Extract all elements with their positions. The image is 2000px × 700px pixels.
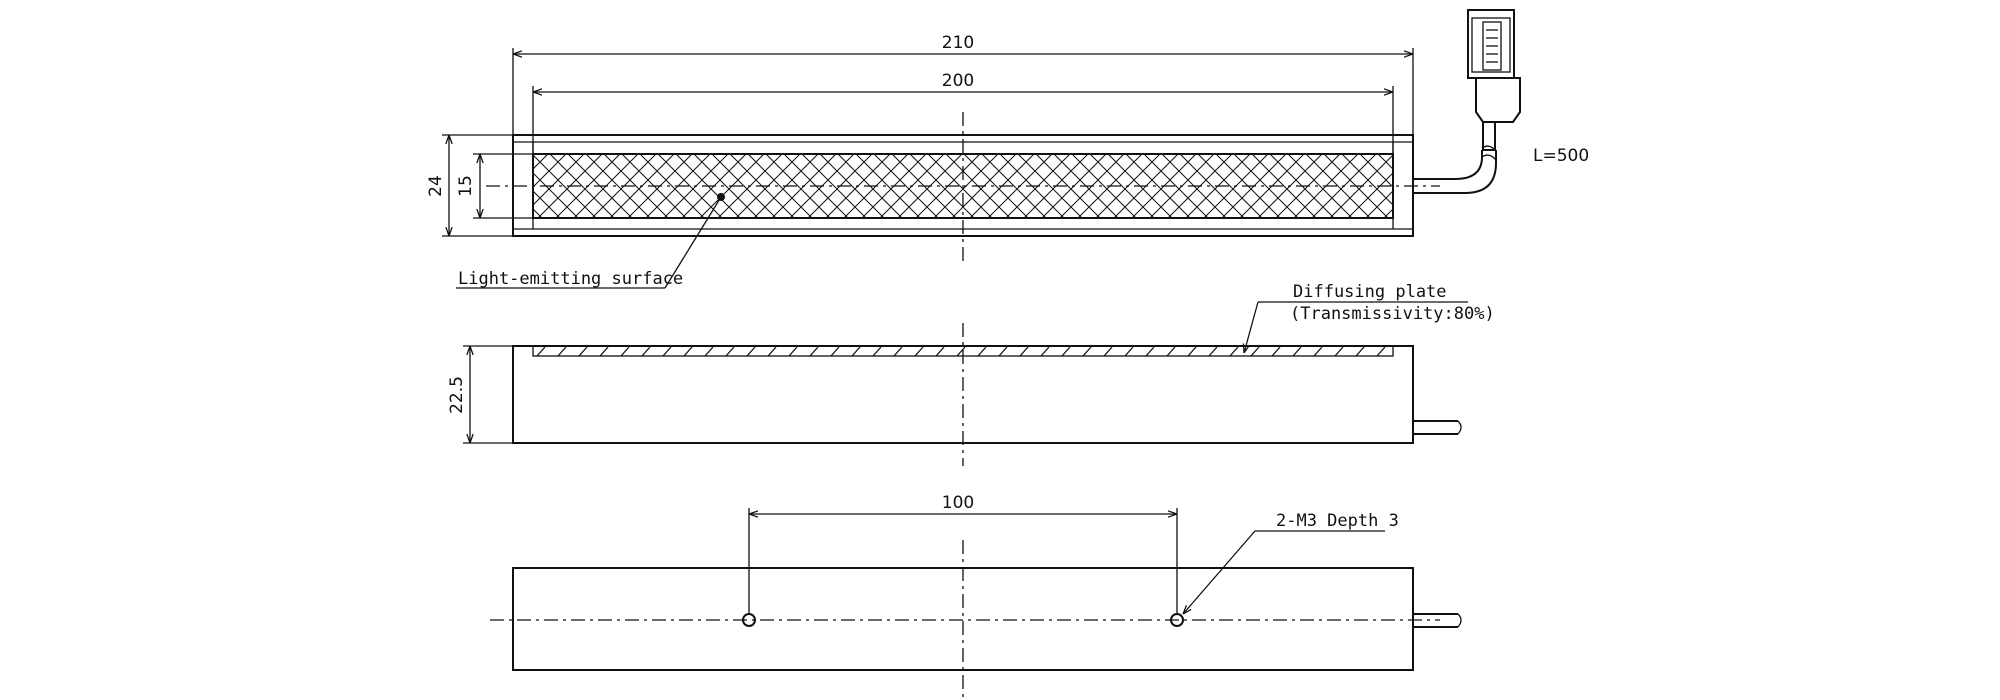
dim-emitting-width: 15 [456, 175, 476, 197]
label-cable-length: L=500 [1533, 146, 1589, 166]
label-light-emitting-surface: Light-emitting surface [458, 269, 683, 289]
side-view: 22.5 Diffusing plate (Transmissivity:80%… [447, 282, 1495, 466]
dim-height: 22.5 [447, 376, 467, 414]
dim-hole-spacing: 100 [942, 493, 974, 513]
cable-connector [1413, 9, 1521, 194]
label-mounting-holes: 2-M3 Depth 3 [1276, 511, 1399, 531]
label-diffusing-plate: Diffusing plate [1293, 282, 1447, 302]
dim-overall-length: 210 [942, 33, 974, 53]
dim-emitting-length: 200 [942, 71, 974, 91]
top-view: 210 200 24 15 Light-emitting surface [426, 9, 1589, 289]
dim-overall-width: 24 [426, 175, 446, 197]
label-transmissivity: (Transmissivity:80%) [1290, 304, 1495, 324]
bottom-view: 100 2-M3 Depth 3 [490, 493, 1462, 700]
